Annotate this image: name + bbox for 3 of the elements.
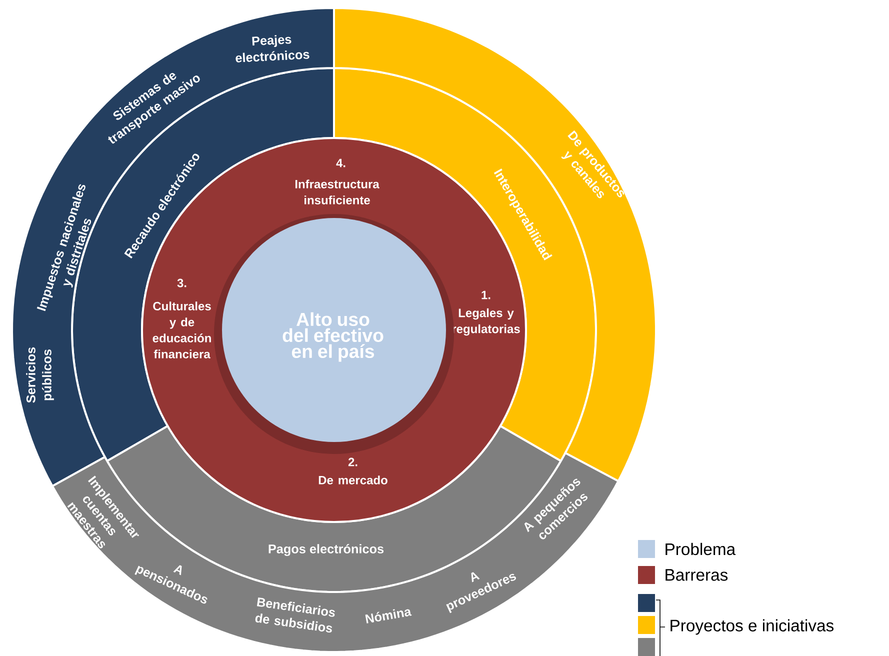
- legend-label: Problema: [666, 542, 736, 556]
- legend-label: Barreras: [666, 569, 728, 581]
- legend-label: Proyectos e iniciativas: [670, 619, 834, 635]
